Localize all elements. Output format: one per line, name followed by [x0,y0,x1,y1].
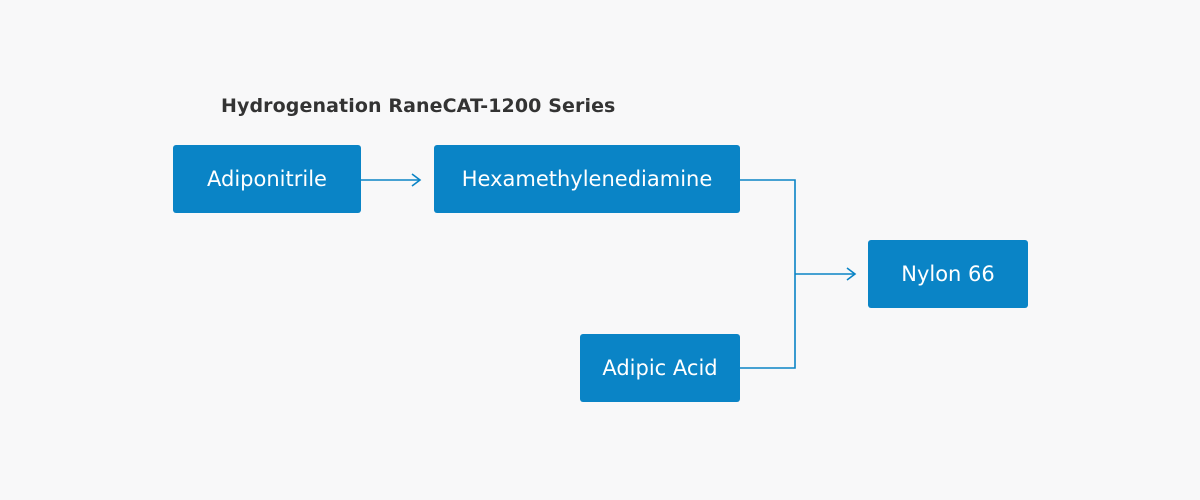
node-nylon-66: Nylon 66 [868,240,1028,308]
diagram-title: Hydrogenation RaneCAT-1200 Series [221,95,616,117]
node-adipic-acid: Adipic Acid [580,334,740,402]
node-hexamethylenediamine: Hexamethylenediamine [434,145,740,213]
connector-hmda-to-junction [740,179,796,274]
arrowhead-hmda [411,173,422,187]
connector-adipic-to-junction [740,274,796,369]
node-adiponitrile: Adiponitrile [173,145,361,213]
arrowhead-nylon [846,267,857,281]
